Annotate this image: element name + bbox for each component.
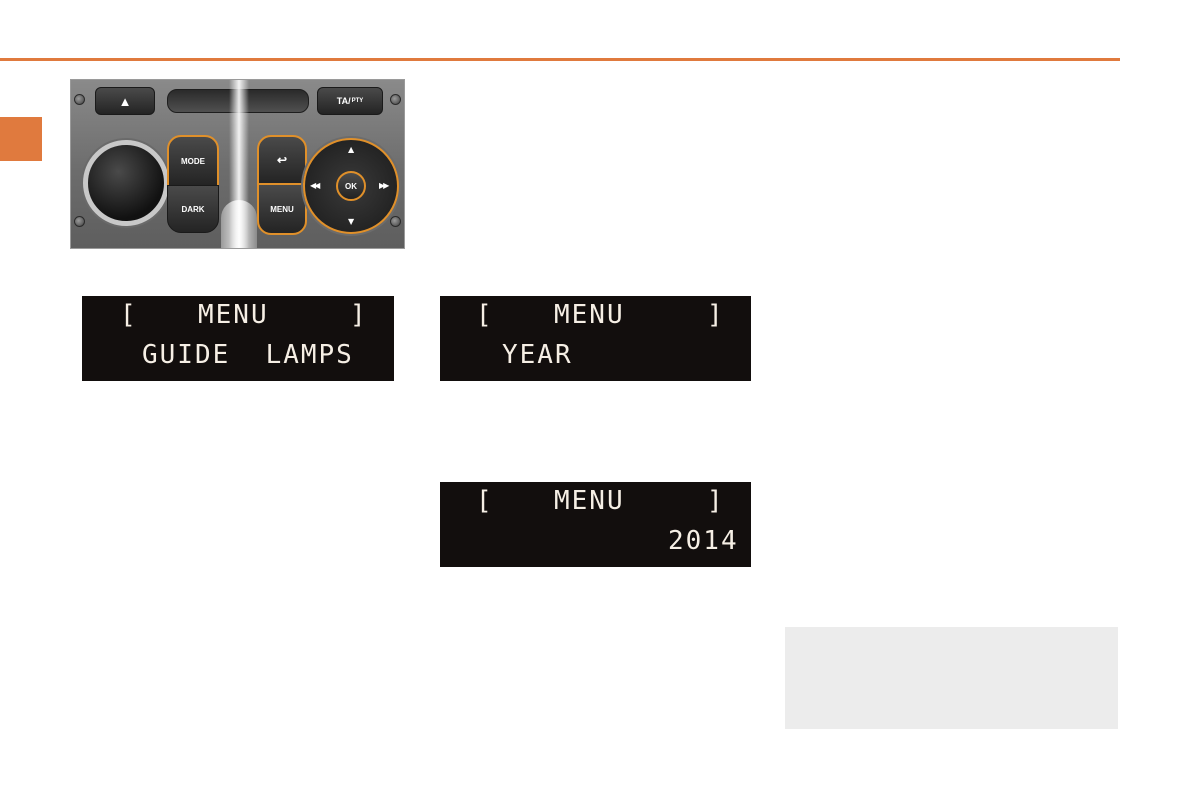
display-bracket-right: ]	[350, 300, 368, 330]
eject-button[interactable]: ▲	[95, 87, 155, 115]
display-bracket-right: ]	[707, 300, 725, 330]
display-guide-lamps: [ MENU ] GUIDE LAMPS	[82, 296, 394, 381]
display-bracket-left: [	[476, 300, 494, 330]
ta-label: TA/	[336, 96, 351, 106]
eject-icon: ▲	[118, 93, 132, 109]
header-rule	[0, 58, 1120, 61]
arrow-down-icon[interactable]: ▼	[348, 217, 355, 226]
screw-icon	[390, 94, 401, 105]
note-box	[785, 627, 1118, 729]
display-title: MENU	[554, 300, 625, 330]
volume-knob[interactable]	[83, 140, 169, 226]
ok-button[interactable]: OK	[336, 171, 366, 201]
display-year: [ MENU ] YEAR	[440, 296, 751, 381]
ta-pty-button[interactable]: TA/PTY	[317, 87, 383, 115]
arrow-up-icon[interactable]: ▲	[348, 145, 355, 154]
ok-label: OK	[345, 181, 357, 191]
rewind-icon[interactable]: ◀◀	[310, 181, 320, 190]
navigation-pad[interactable]: ▲ ▼ ◀◀ ▶▶ OK	[303, 138, 399, 234]
screw-icon	[74, 216, 85, 227]
mode-label: MODE	[181, 156, 205, 166]
display-bracket-right: ]	[707, 486, 725, 516]
display-bracket-left: [	[476, 486, 494, 516]
back-icon: ↩	[276, 153, 288, 167]
dark-label: DARK	[181, 204, 205, 214]
display-title: MENU	[554, 486, 625, 516]
display-year-value: [ MENU ] 2014	[440, 482, 751, 567]
dark-button[interactable]: DARK	[167, 185, 219, 233]
display-line2: GUIDE LAMPS	[142, 340, 354, 370]
menu-label: MENU	[270, 204, 294, 214]
screw-icon	[74, 94, 85, 105]
back-button[interactable]: ↩	[257, 135, 307, 185]
display-title: MENU	[198, 300, 269, 330]
mode-button[interactable]: MODE	[167, 135, 219, 187]
menu-button[interactable]: MENU	[257, 183, 307, 235]
display-line2: YEAR	[502, 340, 573, 370]
screw-icon	[390, 216, 401, 227]
display-bracket-left: [	[120, 300, 138, 330]
pty-label: PTY	[351, 98, 364, 104]
radio-control-panel: ▲ TA/PTY MODE DARK ↩ MENU ▲ ▼ ◀◀ ▶▶ OK	[70, 79, 405, 249]
light-beam	[229, 80, 249, 248]
display-line2: 2014	[668, 526, 739, 556]
chapter-tab	[0, 117, 42, 161]
fast-forward-icon[interactable]: ▶▶	[379, 181, 389, 190]
